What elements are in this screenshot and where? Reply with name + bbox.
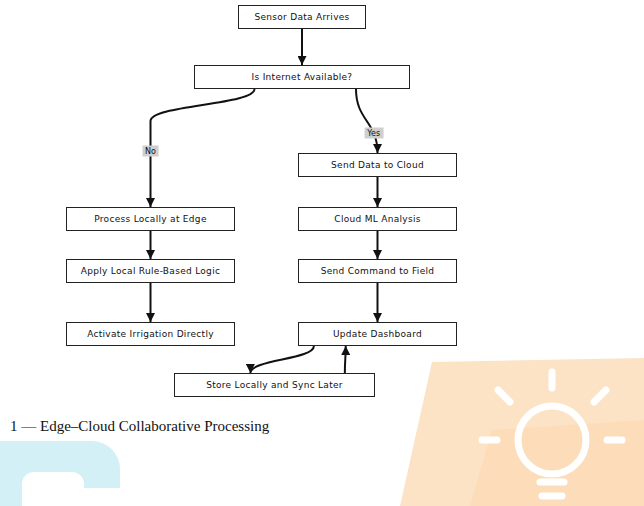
box-text: Sensor Data Arrives (245, 11, 359, 23)
process-box: Send Data to Cloud (298, 153, 457, 177)
box-text: Send Command to Field (305, 265, 450, 277)
edge-label: Yes (364, 127, 383, 138)
flow-arrow (344, 346, 347, 373)
process-box: Send Command to Field (298, 259, 457, 283)
box-text: Process Locally at Edge (73, 213, 228, 225)
blue-watermark-shape (0, 441, 124, 506)
flow-arrow (250, 346, 314, 373)
flow-arrow (377, 231, 379, 259)
box-text: Apply Local Rule-Based Logic (73, 265, 228, 277)
box-text: Activate Irrigation Directly (73, 328, 228, 340)
lightbulb-watermark (482, 372, 622, 496)
process-box: Is Internet Available? (194, 65, 410, 89)
flow-arrow (150, 231, 152, 259)
flow-arrow (150, 283, 152, 322)
flow-arrow (151, 89, 255, 207)
process-box: Update Dashboard (298, 322, 457, 346)
process-box: Sensor Data Arrives (238, 5, 366, 29)
process-box: Process Locally at Edge (66, 207, 235, 231)
box-text: Is Internet Available? (201, 71, 403, 83)
process-box: Activate Irrigation Directly (66, 322, 235, 346)
flow-arrow (356, 89, 378, 153)
process-box: Store Locally and Sync Later (174, 373, 375, 397)
box-text: Send Data to Cloud (305, 159, 450, 171)
orange-watermark-shape (400, 358, 644, 506)
flow-arrow (377, 283, 379, 322)
box-text: Cloud ML Analysis (305, 213, 450, 225)
box-text: Update Dashboard (305, 328, 450, 340)
flow-arrow (377, 177, 379, 207)
edge-label: No (142, 146, 159, 157)
flow-arrow (301, 29, 303, 65)
process-box: Cloud ML Analysis (298, 207, 457, 231)
figure-caption: 1 — Edge–Cloud Collaborative Processing (10, 417, 269, 435)
process-box: Apply Local Rule-Based Logic (66, 259, 235, 283)
box-text: Store Locally and Sync Later (181, 379, 368, 391)
